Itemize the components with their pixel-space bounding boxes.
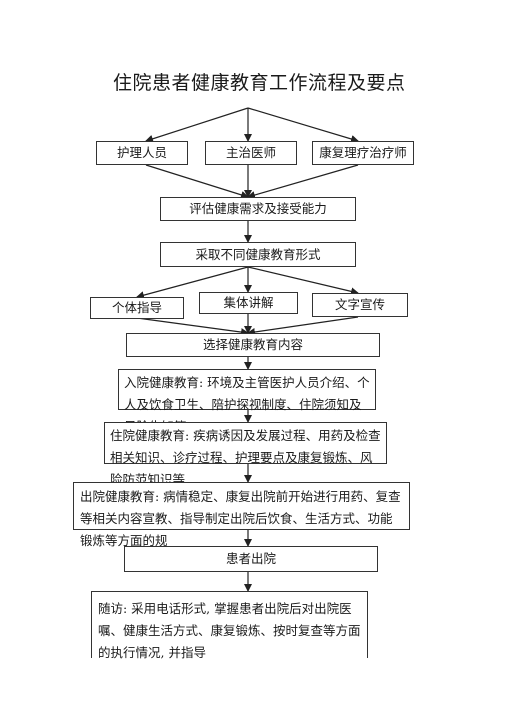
form-group-box: 集体讲解 xyxy=(199,292,298,314)
follow-up-box: 随访: 采用电话形式, 掌握患者出院后对出院医嘱、健康生活方式、康复锻炼、按时复… xyxy=(91,591,368,660)
form-written-box: 文字宣传 xyxy=(312,293,408,317)
discharge-education-text: 出院健康教育: 病情稳定、康复出院前开始进行用药、复查等相关内容宣教、指导制定出… xyxy=(80,489,401,548)
role-therapist-box: 康复理疗治疗师 xyxy=(312,141,414,165)
form-individual-label: 个体指导 xyxy=(111,300,162,315)
role-therapist-label: 康复理疗治疗师 xyxy=(319,145,407,160)
form-written-label: 文字宣传 xyxy=(334,297,385,312)
select-content-label: 选择健康教育内容 xyxy=(202,337,303,352)
education-forms-label: 采取不同健康教育形式 xyxy=(195,246,321,262)
follow-up-text: 随访: 采用电话形式, 掌握患者出院后对出院医嘱、健康生活方式、康复锻炼、按时复… xyxy=(98,601,361,660)
role-nurse-label: 护理人员 xyxy=(116,145,167,160)
page-title: 住院患者健康教育工作流程及要点 xyxy=(113,72,406,94)
select-content-box: 选择健康教育内容 xyxy=(126,333,380,357)
assess-needs-box: 评估健康需求及接受能力 xyxy=(160,197,356,221)
patient-discharged-box: 患者出院 xyxy=(124,546,378,572)
form-group-label: 集体讲解 xyxy=(223,295,274,310)
admission-education-box: 入院健康教育: 环境及主管医护人员介绍、个人及饮食卫生、陪护探视制度、住院须知及… xyxy=(118,369,376,434)
discharge-education-box: 出院健康教育: 病情稳定、康复出院前开始进行用药、复查等相关内容宣教、指导制定出… xyxy=(73,482,410,548)
role-physician-box: 主治医师 xyxy=(205,141,297,165)
education-forms-box: 采取不同健康教育形式 xyxy=(160,242,356,267)
assess-needs-label: 评估健康需求及接受能力 xyxy=(189,201,327,216)
role-physician-label: 主治医师 xyxy=(225,145,276,160)
patient-discharged-label: 患者出院 xyxy=(225,551,276,566)
inpatient-education-text: 住院健康教育: 疾病诱因及发展过程、用药及检查相关知识、诊疗过程、护理要点及康复… xyxy=(110,428,381,487)
form-individual-box: 个体指导 xyxy=(90,297,184,319)
inpatient-education-box: 住院健康教育: 疾病诱因及发展过程、用药及检查相关知识、诊疗过程、护理要点及康复… xyxy=(104,422,387,487)
role-nurse-box: 护理人员 xyxy=(96,141,188,165)
